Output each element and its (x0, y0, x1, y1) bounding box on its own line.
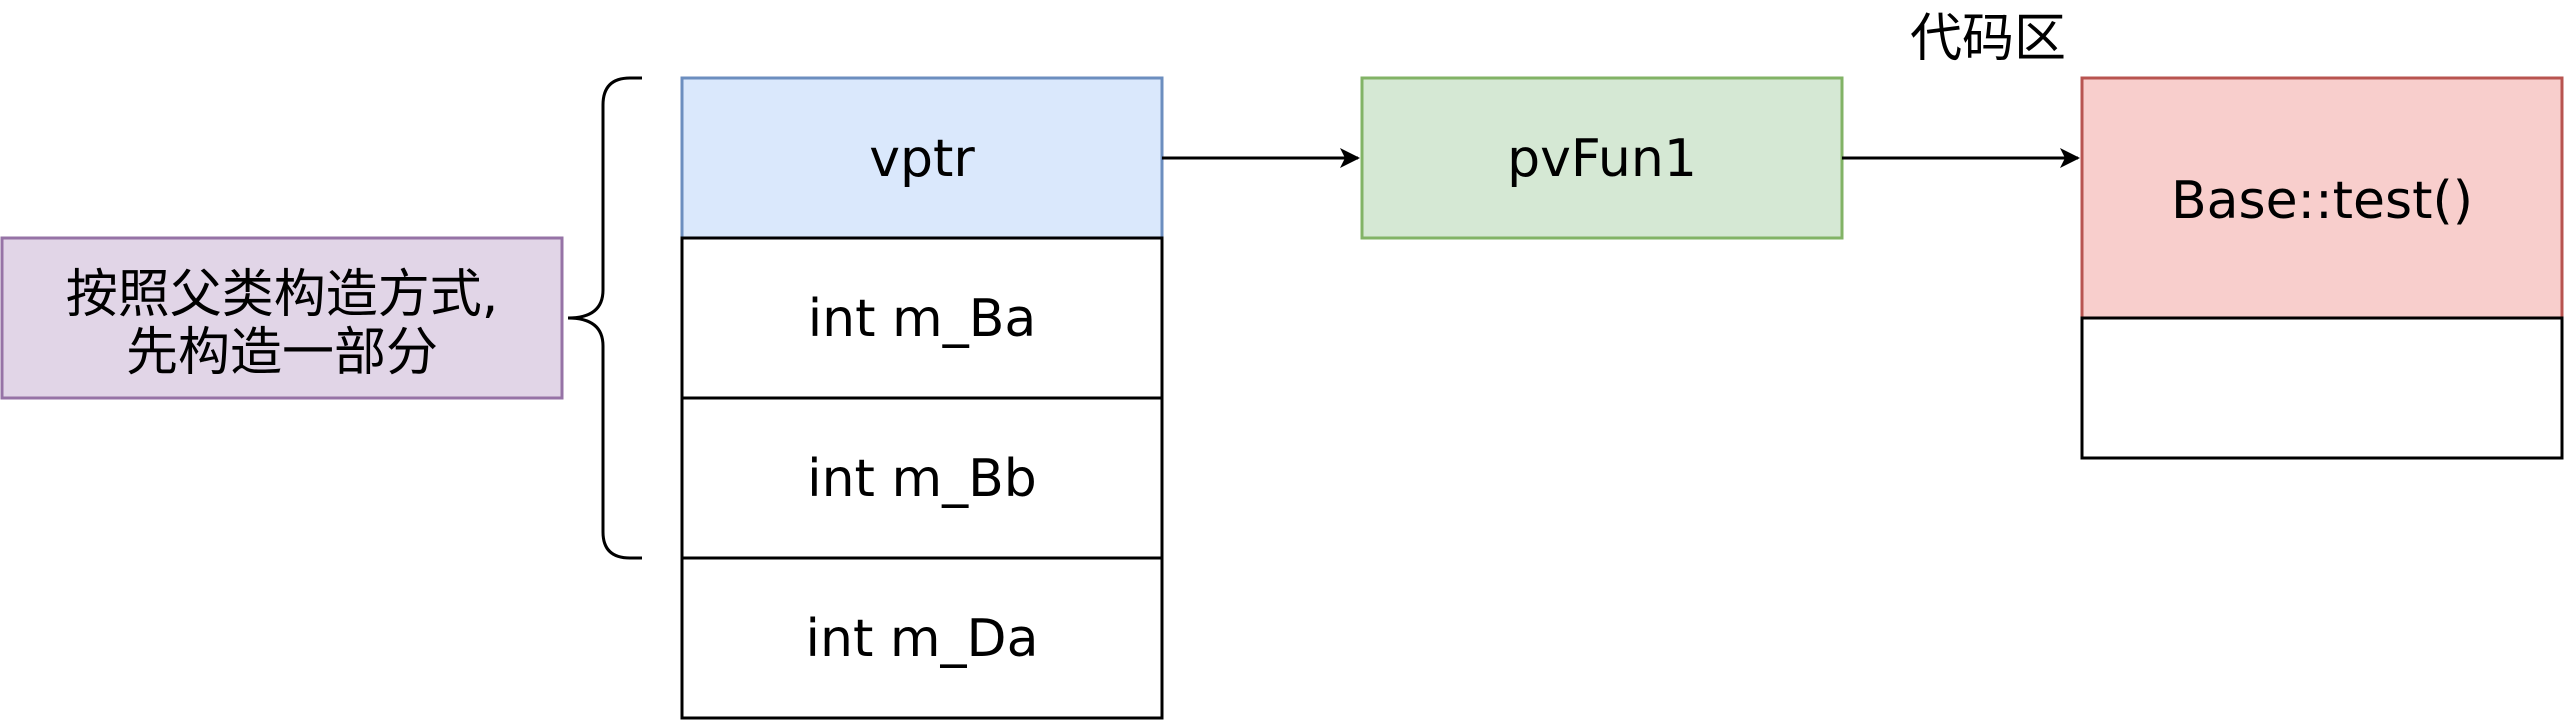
base-test-function-box (2080, 76, 2564, 320)
construction-note-box (0, 236, 564, 400)
vtable-entry-label: pvFun1 (1507, 129, 1697, 189)
member-m-da-cell (680, 556, 1164, 720)
vptr-cell (680, 76, 1164, 240)
member-m-bb-label: int m_Bb (807, 449, 1037, 509)
vptr-cell-label: vptr (869, 129, 975, 189)
curly-brace (567, 76, 642, 560)
member-m-bb-cell (680, 396, 1164, 560)
code-area-label: 代码区 (1910, 9, 2066, 69)
construction-note-line-2: 先构造一部分 (126, 323, 438, 383)
member-m-ba-cell (680, 236, 1164, 400)
code-area-empty-block (2080, 316, 2564, 460)
code-area: Base::test() (2080, 76, 2564, 460)
vtable-entry: pvFun1 (1360, 76, 1844, 240)
base-test-function-label: Base::test() (2171, 171, 2473, 231)
object-layout-stack: vptr int m_Ba int m_Bb int m_Da (680, 76, 1164, 720)
construction-note: 按照父类构造方式, 先构造一部分 (0, 236, 564, 400)
vtable-entry-box (1360, 76, 1844, 240)
member-m-da-label: int m_Da (806, 609, 1039, 669)
construction-note-line-1: 按照父类构造方式, (66, 265, 499, 325)
member-m-ba-label: int m_Ba (808, 289, 1037, 349)
